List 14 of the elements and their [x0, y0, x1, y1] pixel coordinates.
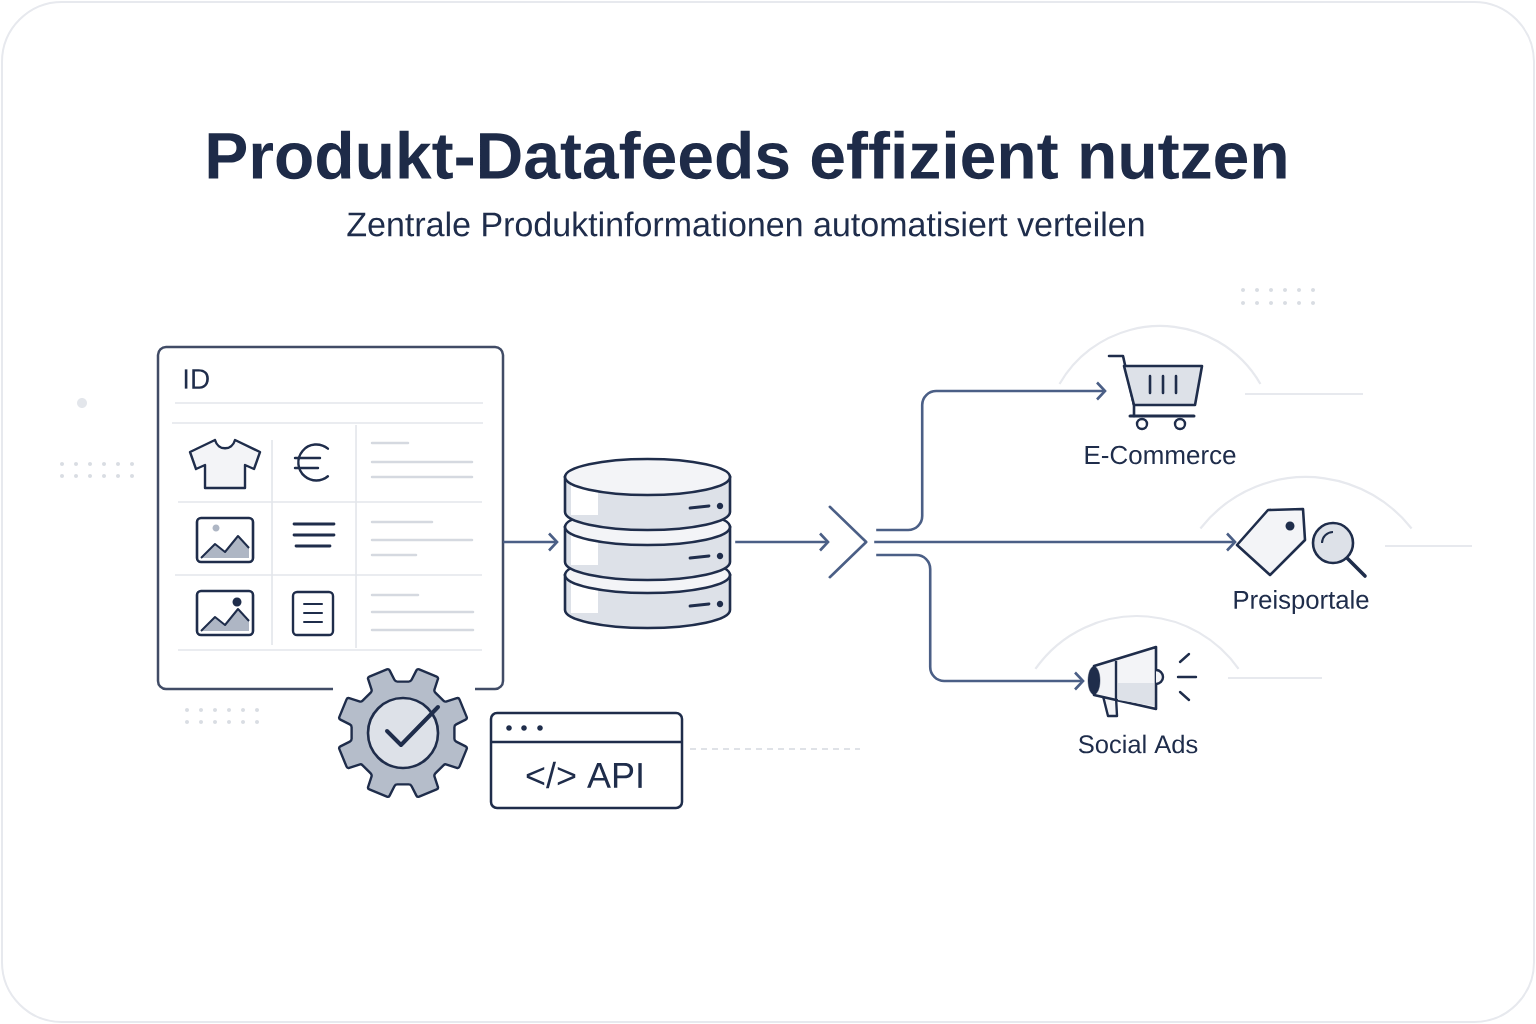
card-label: ID	[184, 369, 209, 389]
channel-label: Preisportale	[1234, 590, 1369, 614]
chevron	[828, 505, 868, 579]
channel-label: E-Commerce	[1085, 445, 1236, 465]
title: Produkt-Datafeeds effizient nutzen	[208, 130, 1286, 180]
arrow	[503, 532, 559, 552]
database-icon	[563, 457, 732, 630]
api-window: </> API	[489, 711, 684, 810]
arrow	[735, 532, 830, 552]
arrow	[876, 553, 1085, 691]
arrow	[874, 532, 1237, 552]
subtitle: Zentrale Produktinformationen automatisiert verteilen	[347, 211, 1144, 237]
channel-label: Social Ads	[1078, 734, 1198, 754]
arrow	[876, 381, 1107, 532]
